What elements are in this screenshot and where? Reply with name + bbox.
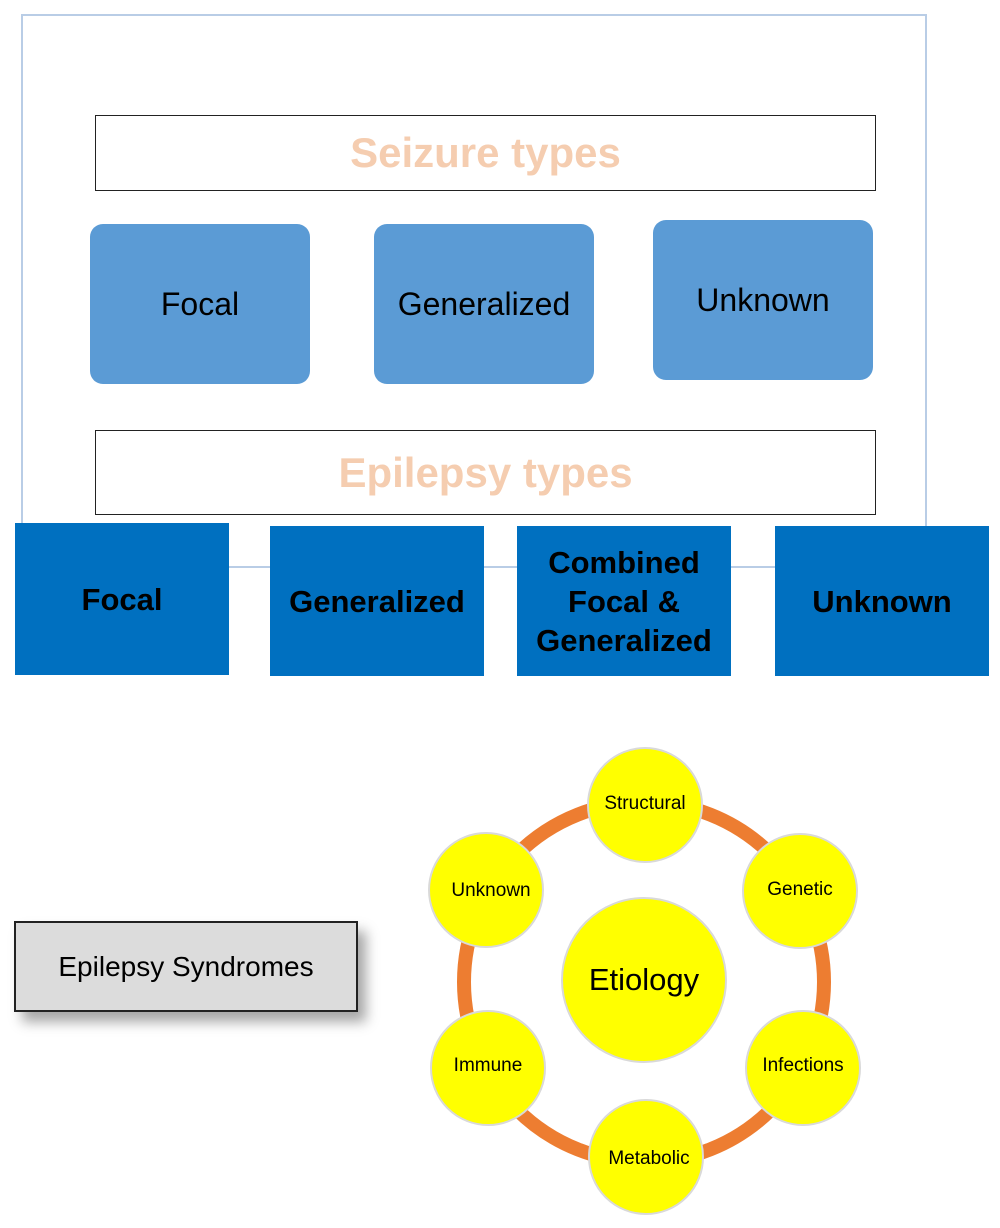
cause-label-structural: Structural (604, 793, 686, 814)
epilepsy-type-unknown: Unknown (775, 526, 989, 676)
cause-label-immune: Immune (453, 1055, 523, 1076)
seizure-type-generalized: Generalized (374, 224, 594, 384)
epilepsy-syndromes-box: Epilepsy Syndromes (14, 921, 358, 1012)
epilepsy-types-header: Epilepsy types (95, 430, 876, 515)
cause-label-metabolic: Metabolic (608, 1148, 690, 1169)
cause-label-unknown: Unknown (451, 880, 531, 901)
seizure-types-header: Seizure types (95, 115, 876, 191)
epilepsy-type-focal: Focal (15, 523, 229, 675)
seizure-type-unknown: Unknown (653, 220, 873, 380)
epilepsy-type-combined: Combined Focal & Generalized (517, 526, 731, 676)
epilepsy-type-generalized: Generalized (270, 526, 484, 676)
seizure-type-focal: Focal (90, 224, 310, 384)
cause-label-infections: Infections (762, 1055, 844, 1076)
epilepsy-connector-line (225, 566, 781, 568)
cause-label-genetic: Genetic (767, 879, 833, 900)
etiology-center-label: Etiology (588, 962, 700, 997)
